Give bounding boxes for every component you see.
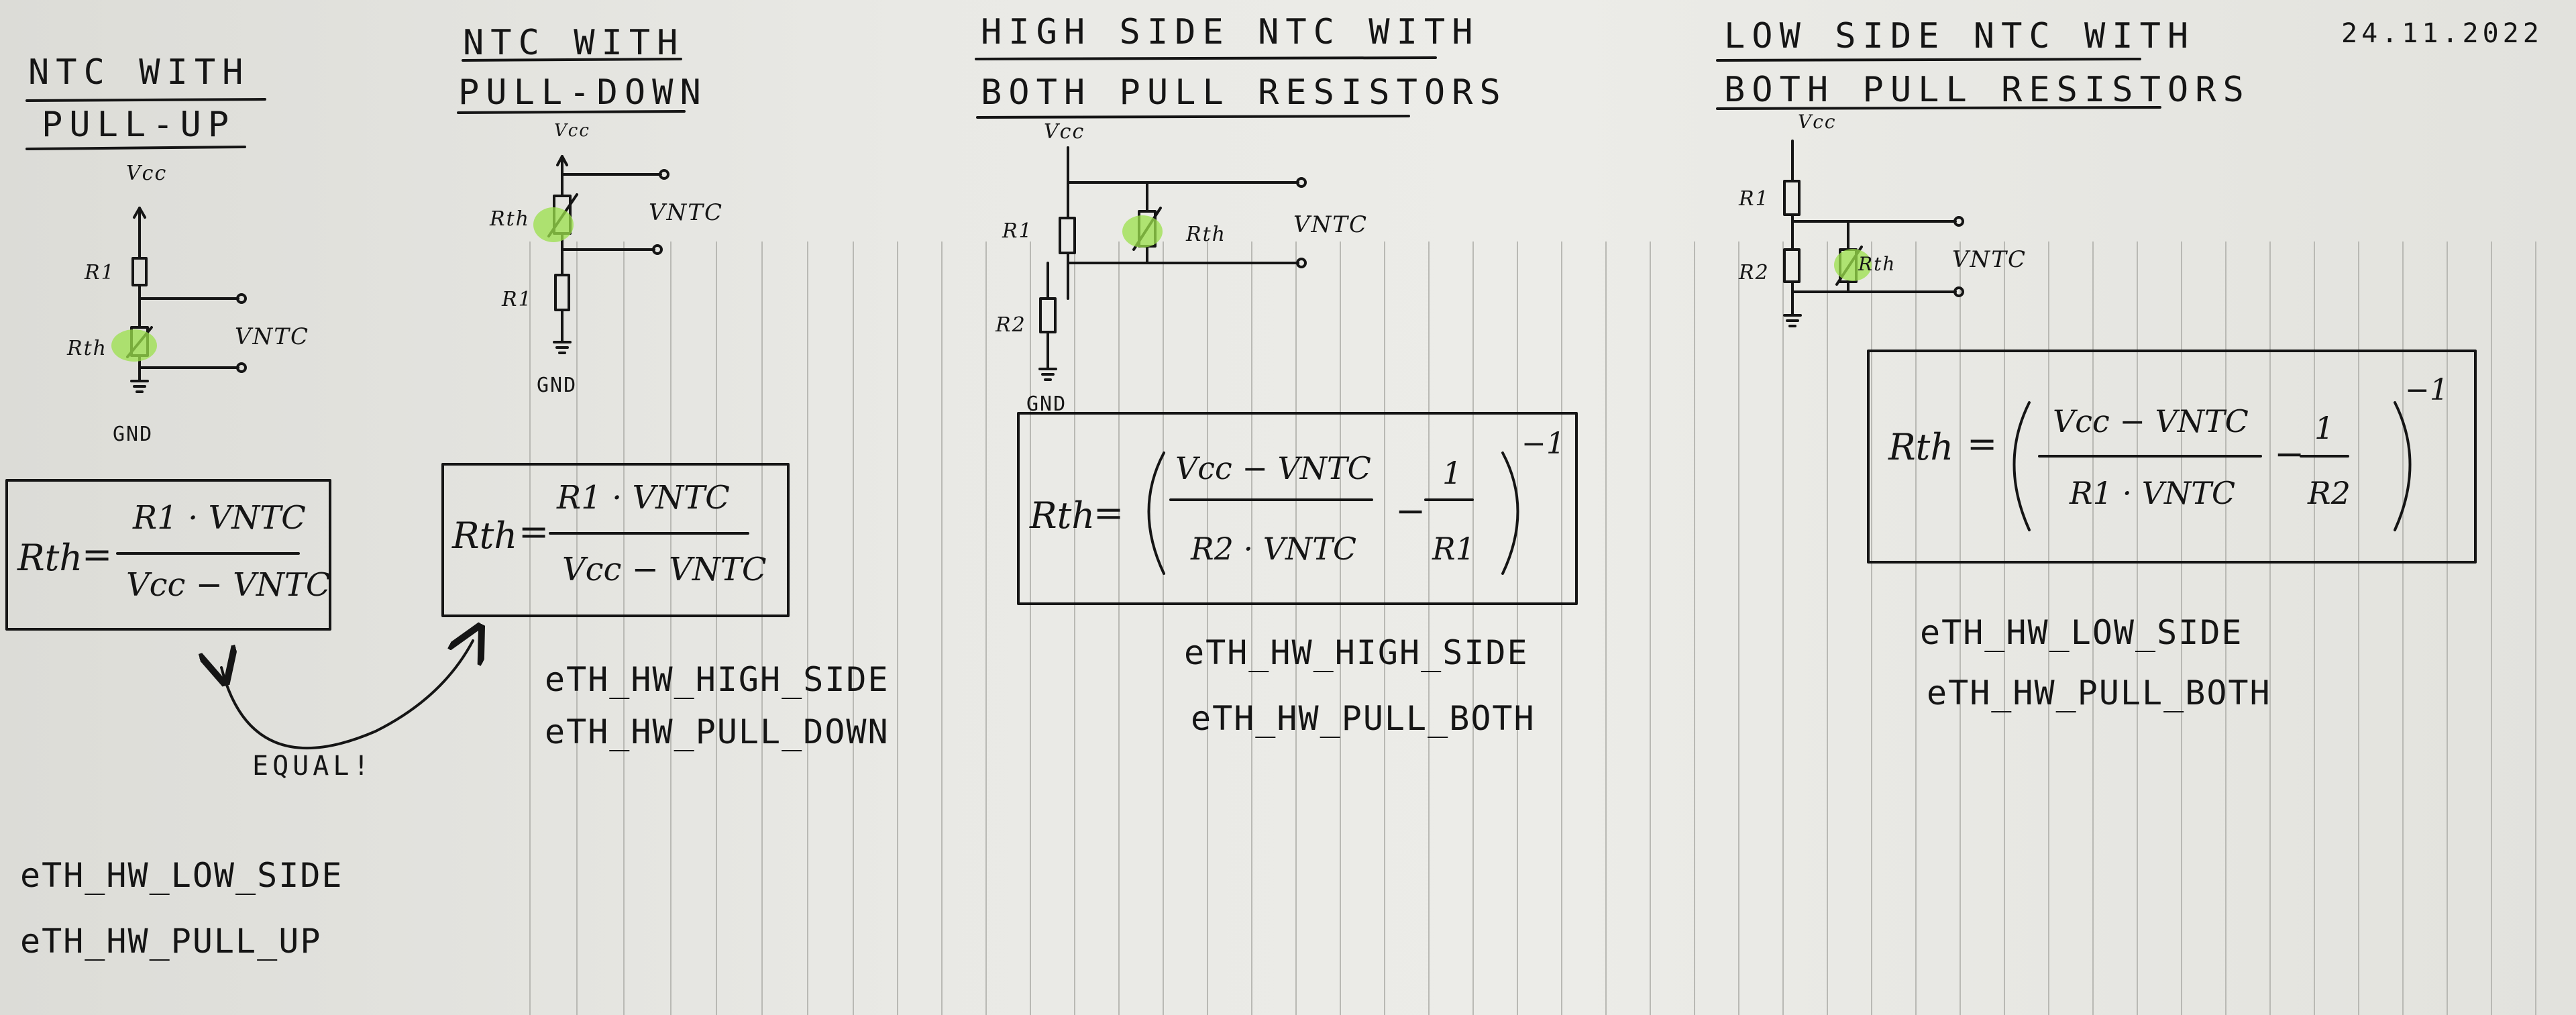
label-vntc: VNTC <box>1952 246 2027 273</box>
formula-box-1 <box>5 479 331 631</box>
section-4-title-line-2: BOTH PULL RESISTORS <box>1724 70 2251 110</box>
circuit-pull-up <box>126 207 247 393</box>
formula-4-r: R2 <box>2308 475 2351 511</box>
formula-3-lhs: Rth <box>1030 494 1095 537</box>
formula-box-4 <box>1867 350 2477 564</box>
label-rth: Rth <box>67 337 107 360</box>
label-vntc: VNTC <box>235 323 309 350</box>
title-underlines <box>25 56 2161 150</box>
label-r2: R2 <box>1739 261 1770 284</box>
ruled-lines <box>529 242 2536 1015</box>
section-3-title-line-1: HIGH SIDE NTC WITH <box>981 12 1480 52</box>
section-2-title-line-1: NTC WITH <box>463 23 685 63</box>
formula-1-eq: = <box>82 533 113 576</box>
label-vcc: Vcc <box>1044 120 1085 144</box>
section-2-title-line-2: PULL-DOWN <box>458 72 708 113</box>
section-1-title-line-2: PULL-UP <box>42 105 236 145</box>
formula-2-lhs: Rth <box>452 515 518 557</box>
formula-3-num: Vcc − VNTC <box>1175 450 1371 486</box>
label-vntc: VNTC <box>1293 211 1368 238</box>
equal-arrow <box>221 641 473 750</box>
label-r1: R1 <box>1002 219 1033 243</box>
circuit-pull-down <box>547 155 669 354</box>
formula-3-eq: = <box>1093 492 1124 534</box>
circuit-low-side-both <box>1783 140 1964 327</box>
formula-3-one: 1 <box>1442 455 1462 491</box>
formula-1-denominator: Vcc − VNTC <box>126 566 331 604</box>
formula-1-numerator: R1 · VNTC <box>133 499 306 537</box>
formula-4-lhs: Rth <box>1888 426 1954 468</box>
label-gnd: GND <box>113 423 154 446</box>
label-rth: Rth <box>1186 223 1226 246</box>
enum-1-a: eTH_HW_LOW_SIDE <box>20 856 343 895</box>
label-rth: Rth <box>490 207 530 231</box>
formula-2-eq: = <box>519 511 549 553</box>
label-r1: R1 <box>502 288 533 311</box>
label-vntc: VNTC <box>649 199 723 226</box>
formula-4-den: R1 · VNTC <box>2070 475 2236 511</box>
enum-4-b: eTH_HW_PULL_BOTH <box>1927 674 2271 712</box>
enum-3-b: eTH_HW_PULL_BOTH <box>1191 699 1536 738</box>
formula-4-exp: −1 <box>2405 373 2449 407</box>
label-vcc: Vcc <box>554 121 590 141</box>
label-gnd: GND <box>1026 392 1067 416</box>
formula-4-one: 1 <box>2314 410 2334 446</box>
formula-2-denominator: Vcc − VNTC <box>562 551 767 588</box>
enum-3-a: eTH_HW_HIGH_SIDE <box>1184 633 1529 672</box>
formula-3-minus: − <box>1395 490 1426 532</box>
formula-1-lhs: Rth <box>17 537 83 579</box>
label-r1: R1 <box>85 261 115 284</box>
formula-box-2 <box>441 463 790 617</box>
formula-3-den: R2 · VNTC <box>1191 531 1357 567</box>
circuit-high-side-both <box>1038 146 1307 381</box>
label-r2: R2 <box>996 313 1026 337</box>
section-1-title-line-1: NTC WITH <box>28 52 250 93</box>
enum-1-b: eTH_HW_PULL_UP <box>20 922 322 961</box>
formula-2-numerator: R1 · VNTC <box>557 479 730 517</box>
label-rth: Rth <box>1858 253 1896 275</box>
label-vcc: Vcc <box>1798 111 1837 133</box>
label-vcc: Vcc <box>126 162 168 185</box>
equal-note: EQUAL! <box>252 751 374 782</box>
enum-2-b: eTH_HW_PULL_DOWN <box>545 712 890 751</box>
highlight-marks <box>111 207 1872 362</box>
enum-4-a: eTH_HW_LOW_SIDE <box>1920 613 2243 652</box>
formula-4-minus: − <box>2274 433 2305 475</box>
enum-2-a: eTH_HW_HIGH_SIDE <box>545 660 890 699</box>
date-label: 24.11.2022 <box>2341 18 2543 49</box>
formula-box-3 <box>1017 412 1578 605</box>
formula-3-r: R1 <box>1432 531 1475 567</box>
formula-4-eq: = <box>1967 423 1998 465</box>
label-r1: R1 <box>1739 187 1770 211</box>
formula-4-num: Vcc − VNTC <box>2053 403 2249 439</box>
section-4-title-line-1: LOW SIDE NTC WITH <box>1724 16 2196 56</box>
section-3-title-line-2: BOTH PULL RESISTORS <box>981 72 1507 113</box>
label-gnd: GND <box>537 374 578 397</box>
formula-3-exp: −1 <box>1521 427 1565 461</box>
